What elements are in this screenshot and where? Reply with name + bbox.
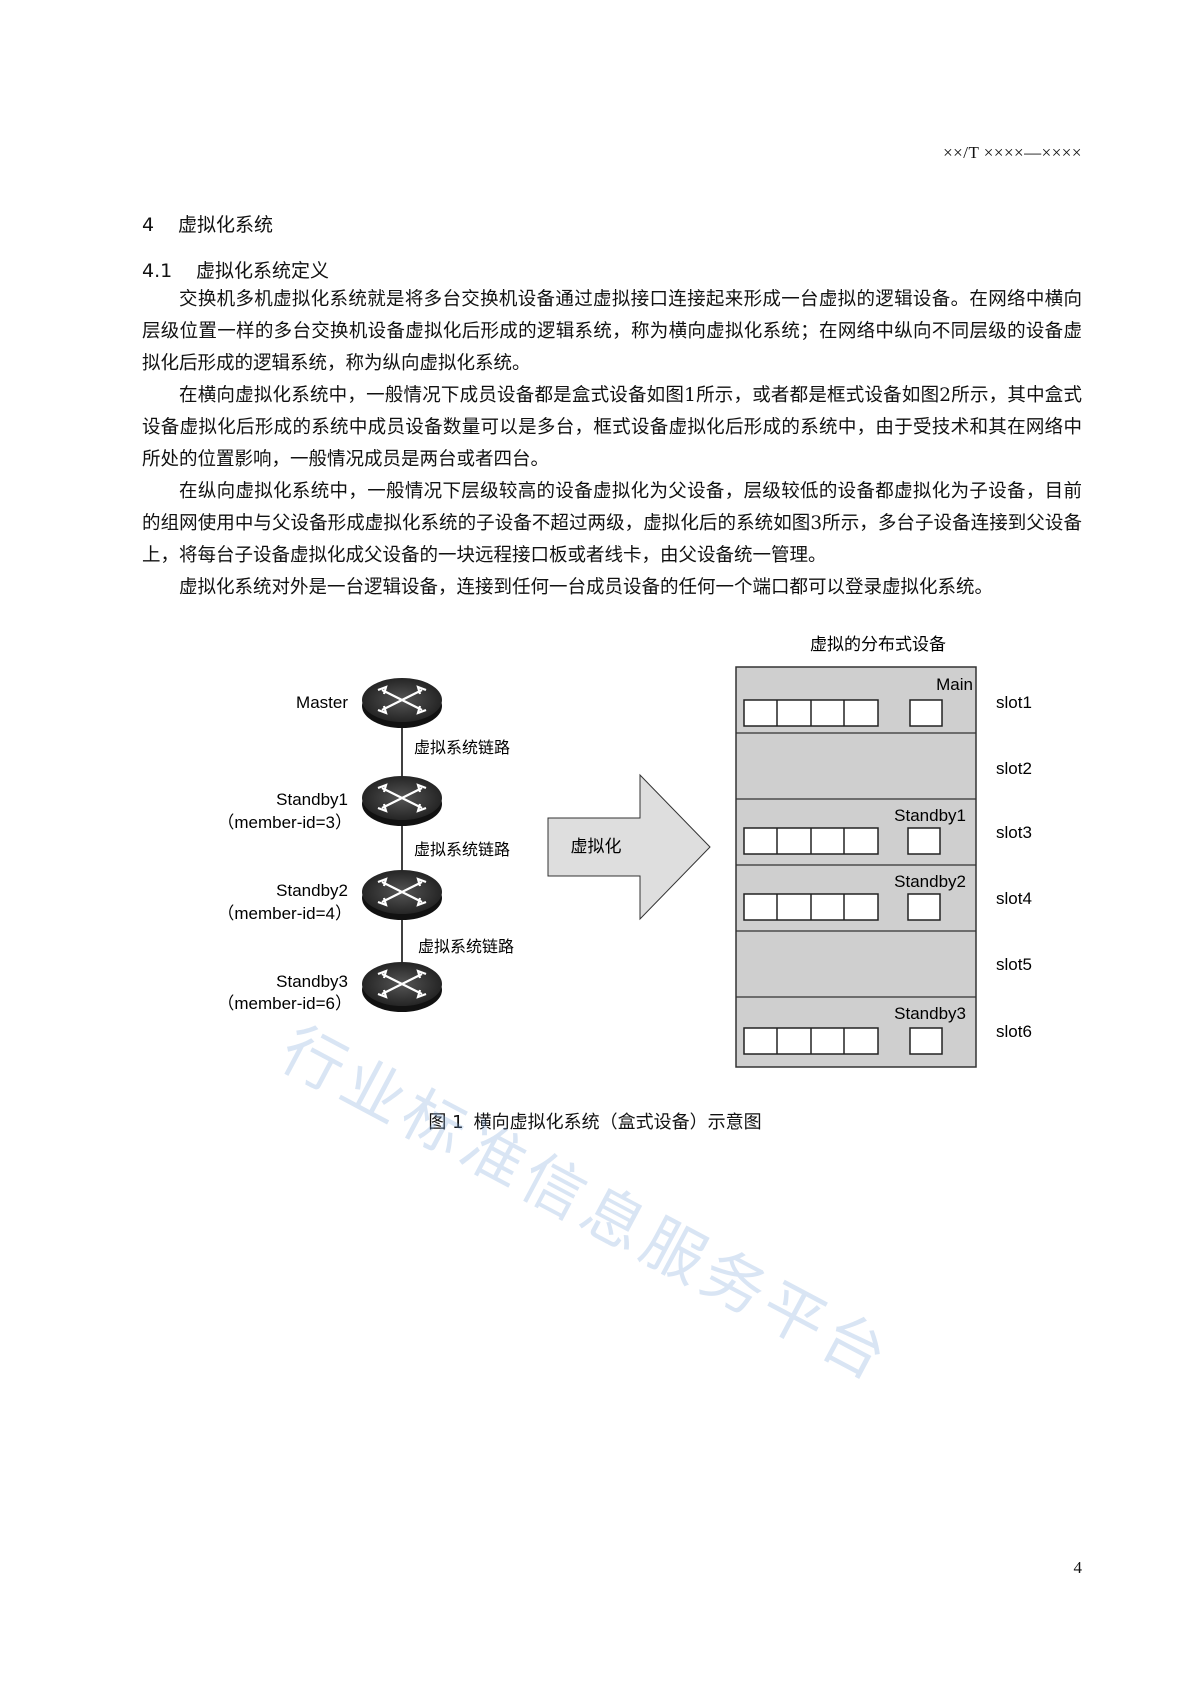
body-text: 交换机多机虚拟化系统就是将多台交换机设备通过虚拟接口连接起来形成一台虚拟的逻辑设… — [142, 284, 1082, 604]
page-number: 4 — [1073, 1558, 1083, 1577]
section-number: 4 — [142, 214, 155, 236]
device-name: Standby1 — [276, 790, 348, 809]
arrow-label: 虚拟化 — [571, 837, 622, 857]
figure-caption: 图 1 横向虚拟化系统（盒式设备）示意图 — [0, 1108, 1190, 1134]
subsection-title: 虚拟化系统定义 — [196, 260, 330, 282]
switch-icon — [362, 776, 442, 826]
slot-label: slot3 — [996, 823, 1032, 842]
slot-label: slot4 — [996, 889, 1032, 908]
paragraph: 交换机多机虚拟化系统就是将多台交换机设备通过虚拟接口连接起来形成一台虚拟的逻辑设… — [142, 289, 1082, 374]
slot-label: slot2 — [996, 759, 1032, 778]
paragraph: 在纵向虚拟化系统中，一般情况下层级较高的设备虚拟化为父设备，层级较低的设备都虚拟… — [142, 481, 1082, 566]
slot-label: slot5 — [996, 955, 1032, 974]
device-name: Master — [296, 693, 348, 712]
caption-text: 横向虚拟化系统（盒式设备）示意图 — [473, 1112, 762, 1133]
card-label: Standby2 — [894, 872, 966, 891]
standard-code: ××/T ××××—×××× — [943, 143, 1082, 162]
virtualization-diagram: Master Standby1 （member-id=3） Standby2 （… — [217, 635, 1032, 1068]
slot-label: slot1 — [996, 693, 1032, 712]
subsection-heading: 4.1 虚拟化系统定义 — [142, 256, 329, 283]
link-label: 虚拟系统链路 — [414, 738, 510, 757]
switch-icon — [362, 962, 442, 1012]
subsection-number: 4.1 — [142, 260, 173, 282]
figure-1: Master Standby1 （member-id=3） Standby2 （… — [0, 630, 1190, 1150]
card-label: Main — [936, 675, 973, 694]
device-name: Standby2 — [276, 881, 348, 900]
card-label: Standby3 — [894, 1004, 966, 1023]
caption-number: 图 1 — [428, 1112, 464, 1133]
virtualize-arrow: 虚拟化 — [547, 773, 711, 921]
card-label: Standby1 — [894, 806, 966, 825]
paragraph: 在横向虚拟化系统中，一般情况下成员设备都是盒式设备如图1所示，或者都是框式设备如… — [142, 385, 1082, 470]
chassis — [735, 666, 977, 1068]
link-label: 虚拟系统链路 — [418, 937, 514, 956]
section-heading: 4 虚拟化系统 — [142, 210, 273, 237]
card-ports — [743, 699, 943, 1055]
member-id: （member-id=4） — [217, 904, 352, 923]
link-label: 虚拟系统链路 — [414, 840, 510, 859]
slot-label: slot6 — [996, 1022, 1032, 1041]
member-id: （member-id=3） — [217, 813, 352, 832]
switch-icon — [362, 870, 442, 920]
chassis-title: 虚拟的分布式设备 — [810, 635, 946, 655]
member-id: （member-id=6） — [217, 994, 352, 1013]
section-title: 虚拟化系统 — [178, 214, 274, 236]
paragraph: 虚拟化系统对外是一台逻辑设备，连接到任何一台成员设备的任何一个端口都可以登录虚拟… — [179, 577, 994, 598]
switch-icon — [362, 678, 442, 728]
device-name: Standby3 — [276, 972, 348, 991]
